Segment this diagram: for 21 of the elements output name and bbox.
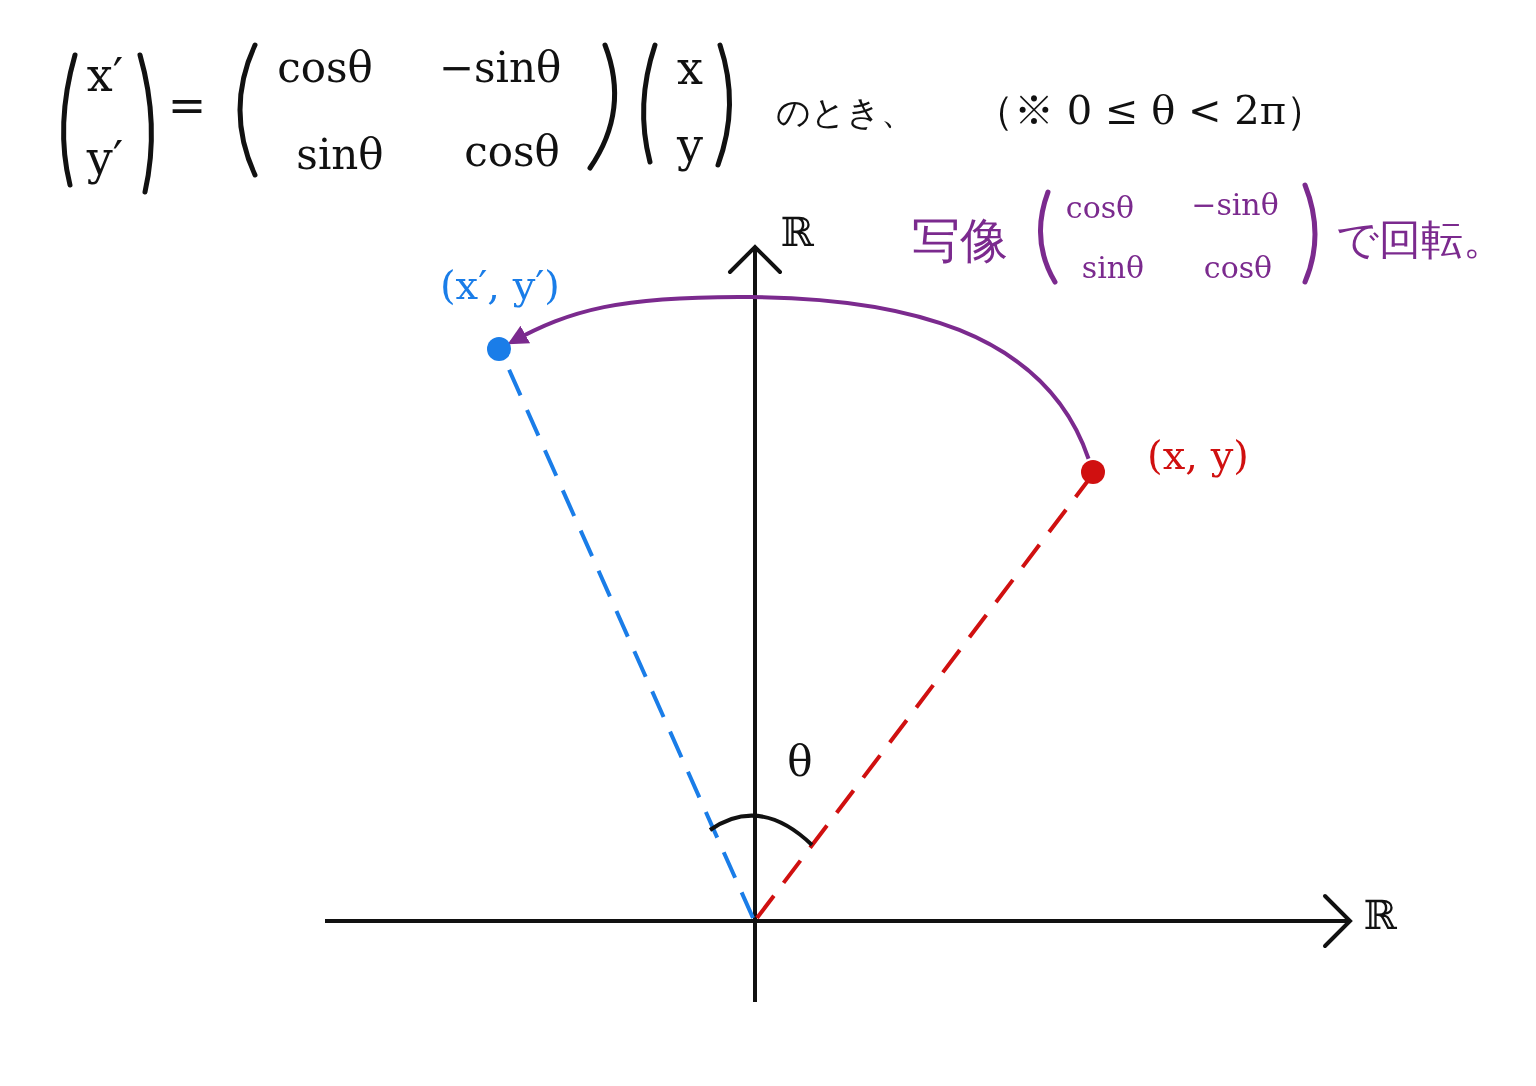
matrix-entry: −sinθ [1191, 190, 1279, 220]
annotation-text: で回転。 [1335, 219, 1505, 261]
matrix-entry: sinθ [296, 134, 384, 176]
matrix-entry: x [677, 45, 703, 91]
matrix-entry: cosθ [1065, 193, 1135, 223]
matrix-entry: cosθ [1203, 253, 1273, 283]
equals-sign: = [167, 82, 207, 128]
condition-text: （※ 0 ≤ θ < 2π） [974, 90, 1326, 130]
matrix-entry: cosθ [464, 131, 560, 173]
axis-label: ℝ [1363, 895, 1397, 935]
point [1081, 460, 1105, 484]
axis-label: ℝ [780, 212, 814, 252]
matrix-entry: −sinθ [438, 47, 562, 89]
matrix-entry: x′ [86, 52, 124, 98]
matrix-entry: cosθ [277, 47, 373, 89]
matrix-entry: sinθ [1081, 253, 1145, 283]
condition-text: のとき、 [775, 95, 915, 129]
arrow [507, 295, 1091, 460]
point [487, 337, 511, 361]
annotation-text: 写像 [912, 216, 1008, 264]
angle-label: θ [787, 741, 813, 783]
